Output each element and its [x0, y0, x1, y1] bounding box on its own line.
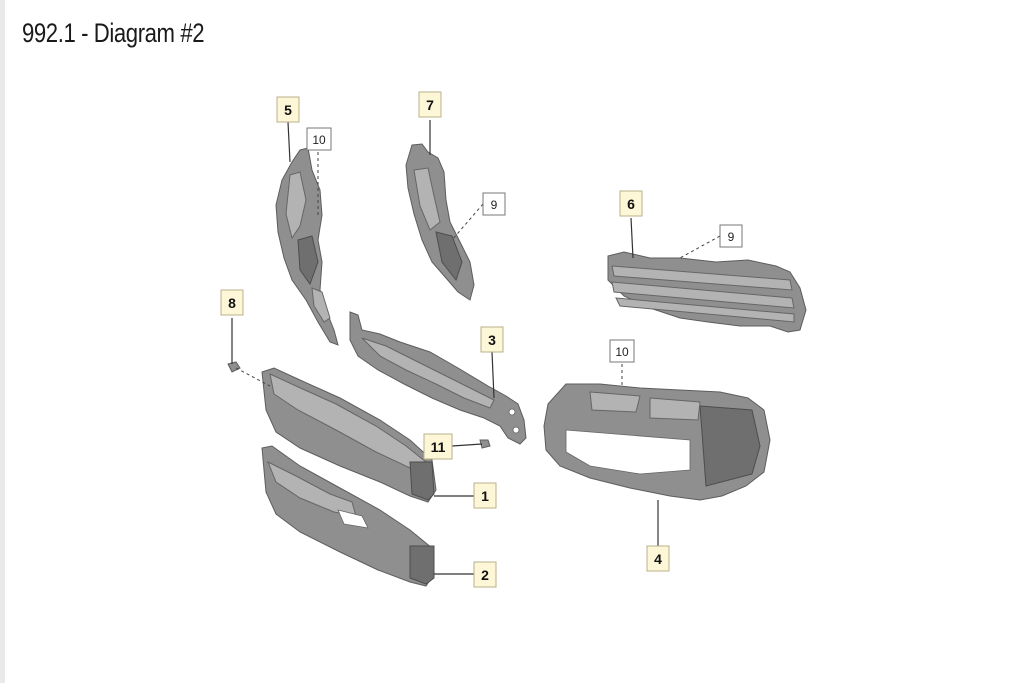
svg-text:8: 8: [228, 295, 236, 311]
part-2-air-guide-lower[interactable]: [261, 445, 435, 587]
part-4-duct-housing[interactable]: [543, 383, 771, 501]
leader-8-dash: [235, 367, 271, 387]
svg-text:10: 10: [312, 133, 326, 147]
leader-9b: [679, 235, 721, 259]
callout-9b[interactable]: 9: [719, 224, 743, 248]
part-11-clip[interactable]: [479, 439, 491, 449]
callout-8[interactable]: 8: [220, 289, 244, 316]
callout-9a[interactable]: 9: [482, 192, 506, 216]
leader-5: [287, 121, 291, 163]
svg-text:1: 1: [481, 488, 489, 504]
callout-6[interactable]: 6: [619, 190, 643, 217]
svg-text:2: 2: [481, 567, 489, 583]
part-5-side-duct-left[interactable]: [275, 147, 339, 346]
page-title: 992.1 - Diagram #2: [22, 18, 205, 48]
part-3-carrier-bracket[interactable]: [349, 311, 527, 445]
part-8-clip[interactable]: [227, 361, 241, 373]
svg-text:10: 10: [615, 345, 629, 359]
left-border: [0, 0, 5, 683]
callout-7[interactable]: 7: [418, 91, 442, 118]
svg-text:11: 11: [431, 439, 446, 455]
callout-2[interactable]: 2: [473, 561, 497, 588]
leader-3: [491, 351, 495, 399]
part-7-side-duct-center[interactable]: [405, 143, 475, 301]
svg-text:5: 5: [284, 102, 292, 118]
part-1-air-guide-upper[interactable]: [261, 367, 437, 503]
leader-9a: [451, 203, 484, 241]
callout-3[interactable]: 3: [480, 326, 504, 353]
callout-1[interactable]: 1: [473, 482, 497, 509]
svg-text:3: 3: [488, 332, 496, 348]
callout-4[interactable]: 4: [646, 545, 670, 572]
svg-text:4: 4: [654, 551, 662, 567]
callout-5[interactable]: 5: [276, 96, 300, 123]
callout-10a[interactable]: 10: [306, 127, 332, 151]
svg-text:9: 9: [728, 230, 735, 244]
svg-text:9: 9: [491, 198, 498, 212]
leader-11: [451, 443, 483, 447]
part-6-louver-grille[interactable]: [607, 251, 807, 333]
callout-11[interactable]: 11: [423, 433, 453, 460]
svg-text:6: 6: [627, 196, 635, 212]
svg-text:7: 7: [426, 97, 434, 113]
leader-6: [630, 217, 634, 259]
callout-10b[interactable]: 10: [609, 339, 635, 363]
